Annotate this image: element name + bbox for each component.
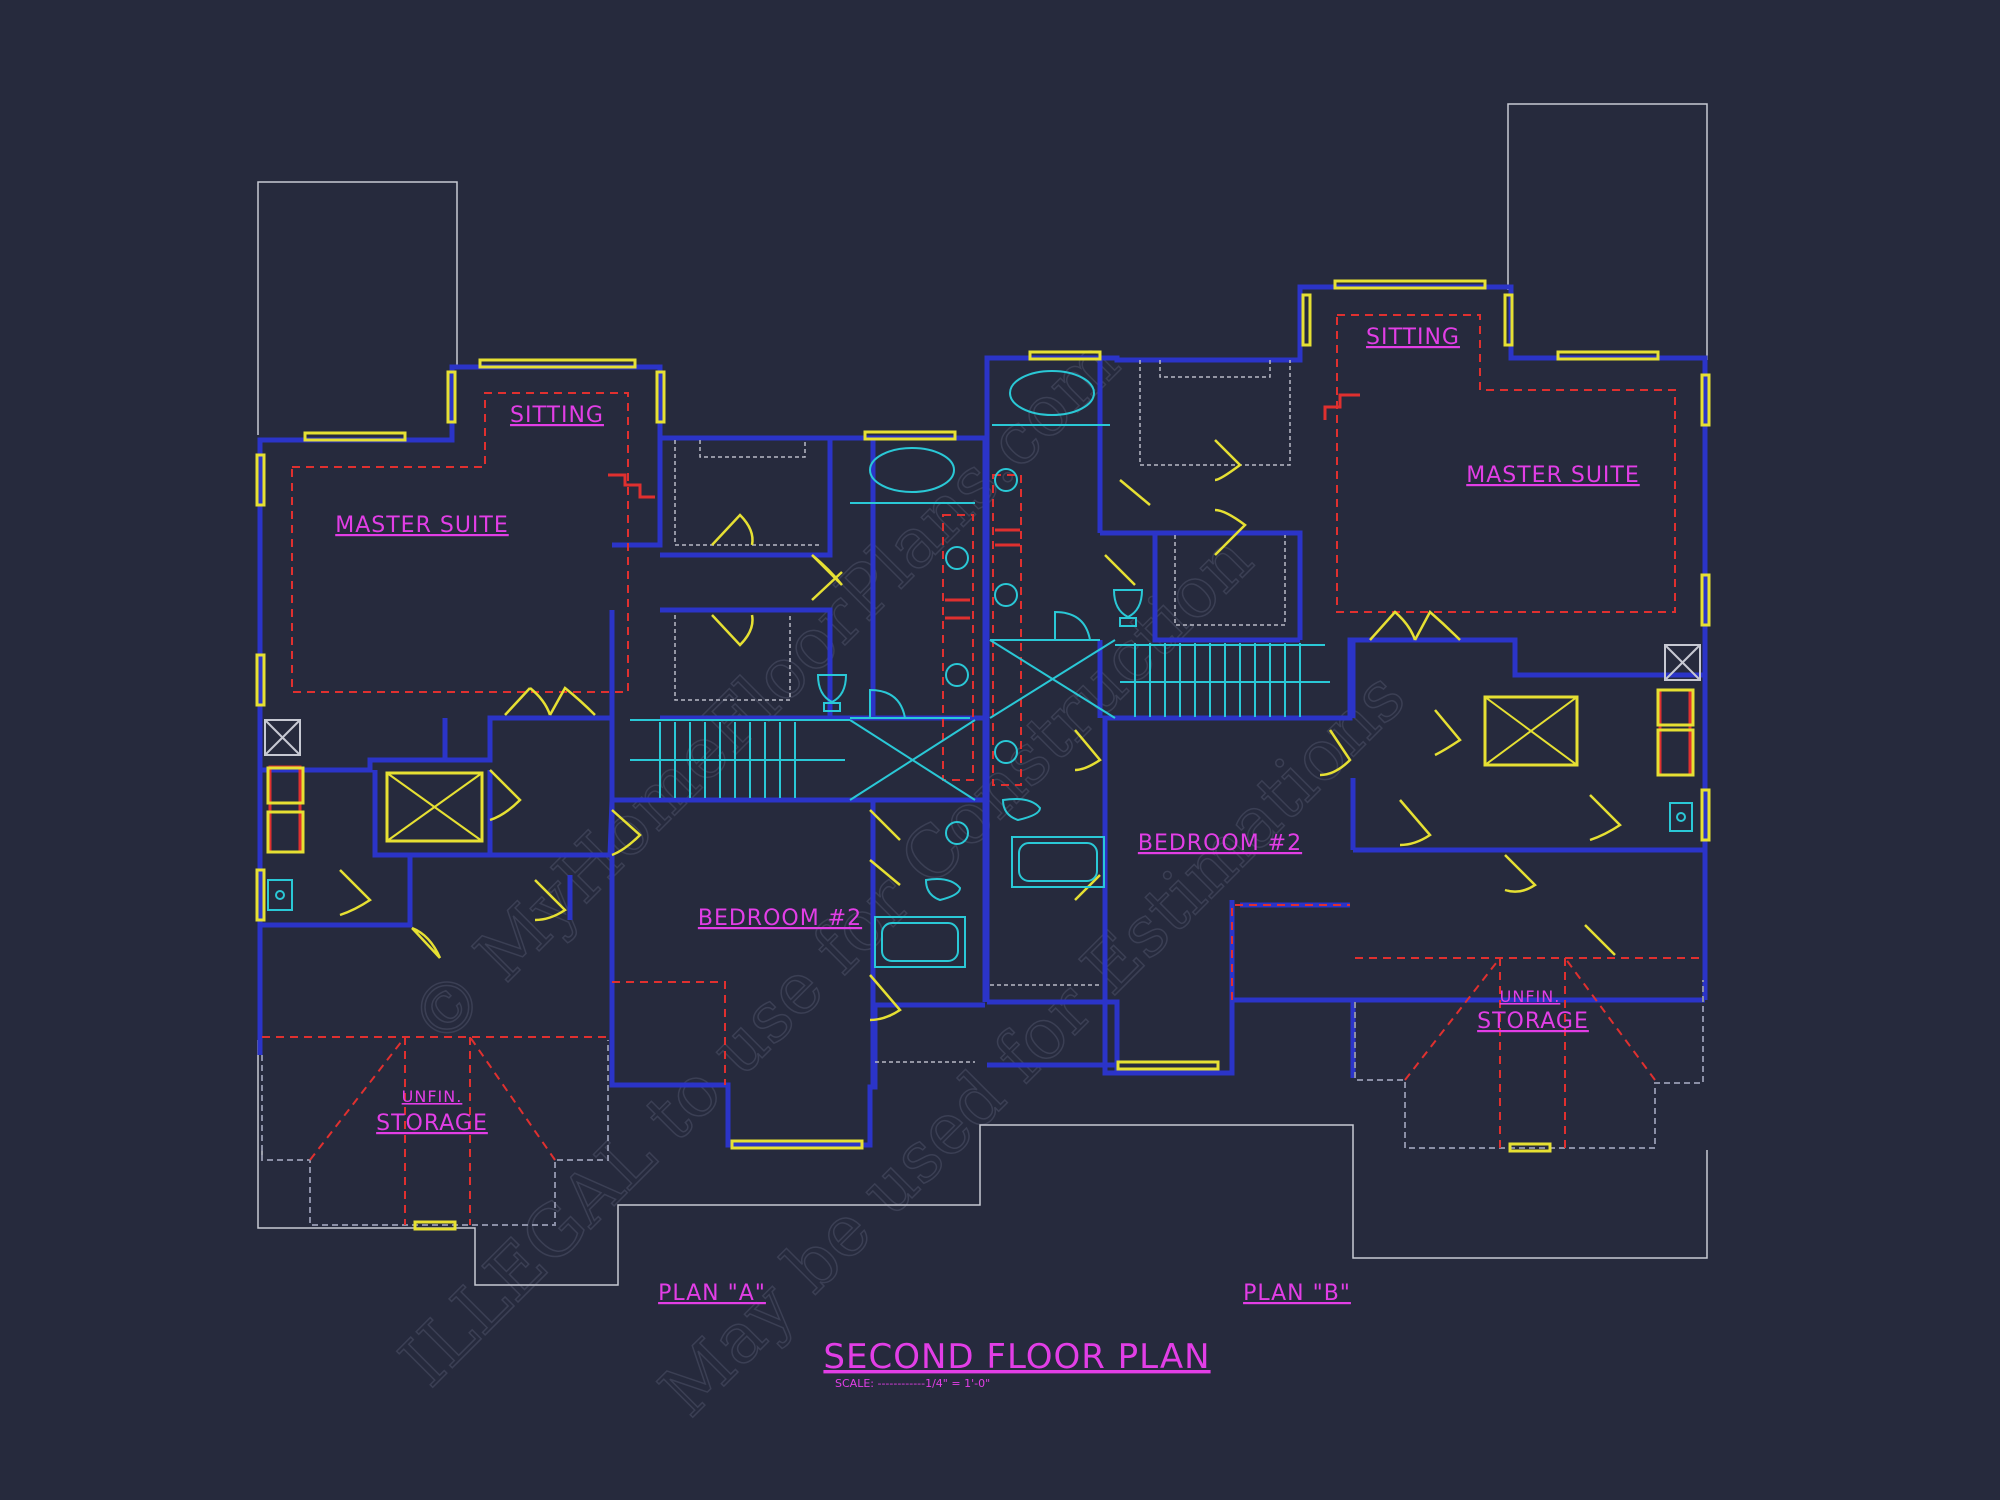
label-plan-b: PLAN "B"	[1243, 1281, 1351, 1306]
label-a-storage: STORAGE	[376, 1111, 488, 1136]
room-labels: SITTING MASTER SUITE BEDROOM #2 UNFIN. S…	[335, 325, 1640, 1390]
bath-fixtures	[267, 370, 1693, 968]
label-b-sitting: SITTING	[1366, 325, 1460, 350]
ceiling-dashed-lines	[262, 314, 1703, 1225]
drawing-scale: SCALE: ------------1/4" = 1'-0"	[835, 1377, 990, 1390]
elevator-shafts	[386, 696, 1578, 842]
storage-walls	[261, 980, 1704, 1226]
stair-treads	[659, 643, 1301, 798]
drawing-title: SECOND FLOOR PLAN	[823, 1337, 1210, 1377]
label-b-unfin: UNFIN.	[1500, 987, 1561, 1006]
closet-shelves	[674, 360, 1291, 1063]
label-b-master-suite: MASTER SUITE	[1466, 463, 1640, 488]
label-plan-a: PLAN "A"	[658, 1281, 766, 1306]
watermark: © MyHomeFloorPlans.com ILLEGAL to use fo…	[383, 321, 1421, 1433]
label-b-storage: STORAGE	[1477, 1009, 1589, 1034]
label-a-bedroom-2: BEDROOM #2	[698, 906, 862, 931]
label-b-bedroom-2: BEDROOM #2	[1138, 831, 1302, 856]
windows	[255, 279, 1711, 1231]
doors	[339, 439, 1622, 1022]
label-a-unfin: UNFIN.	[402, 1087, 463, 1106]
chase-shafts	[264, 644, 1701, 756]
label-a-master-suite: MASTER SUITE	[335, 513, 509, 538]
label-a-sitting: SITTING	[510, 403, 604, 428]
